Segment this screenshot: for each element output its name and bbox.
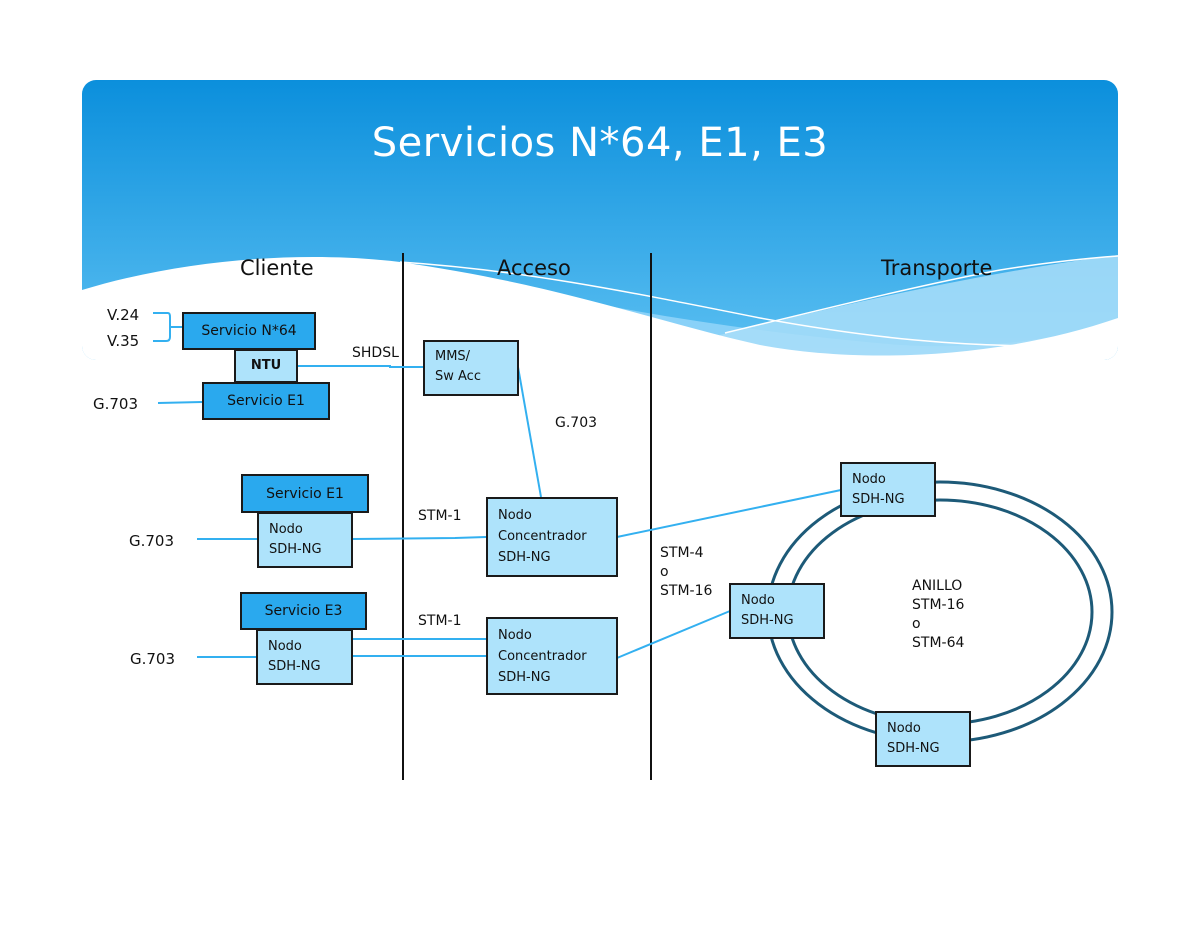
link-concentrator2-ringleft	[616, 610, 731, 659]
interface-bracket	[153, 312, 182, 342]
ring-label-line1: ANILLO	[912, 578, 963, 594]
uplink-rate-label: STM-4 o STM-16	[660, 544, 712, 601]
node-label-line1: Nodo	[269, 522, 303, 537]
ntu-label: NTU	[250, 358, 282, 373]
service-e1-box-2: Servicio E1	[241, 474, 369, 513]
shdsl-label: SHDSL	[352, 345, 399, 361]
link-node2-concentrator1	[351, 536, 487, 540]
node-label-line2: SDH-NG	[852, 492, 905, 507]
node-label-line2: SDH-NG	[887, 741, 940, 756]
ntu-box: NTU	[234, 349, 298, 383]
wave-light-2	[720, 255, 1118, 360]
g703-access-label: G.703	[555, 415, 598, 431]
interface-v35-label: V.35	[107, 332, 140, 350]
service-e1-label-1: Servicio E1	[227, 393, 305, 409]
uplink-rate-line1: STM-4	[660, 545, 704, 561]
link-g703-e1	[157, 401, 203, 404]
column-header-acceso: Acceso	[497, 256, 571, 280]
column-header-cliente: Cliente	[240, 256, 314, 280]
mms-label-line2: Sw Acc	[435, 369, 481, 384]
interface-v24-label: V.24	[107, 306, 140, 324]
node-label-line2: SDH-NG	[741, 613, 794, 628]
concentrator-node-top: Nodo Concentrador SDH-NG	[486, 497, 618, 577]
g703-label-1: G.703	[93, 395, 139, 413]
node-label-line1: Nodo	[268, 639, 302, 654]
column-header-transporte: Transporte	[881, 256, 993, 280]
node-sdh-client-e1: Nodo SDH-NG	[257, 512, 353, 568]
link-concentrator1-ringtop	[616, 489, 842, 538]
wave-white	[82, 257, 1118, 360]
ring-label-line2: STM-16	[912, 597, 965, 613]
concentrator-label-line3: SDH-NG	[498, 670, 551, 685]
node-label-line1: Nodo	[852, 472, 886, 487]
ring-label-line3: o	[912, 616, 921, 632]
service-e3-label: Servicio E3	[264, 603, 343, 619]
g703-label-3: G.703	[130, 650, 176, 668]
service-n64-label: Servicio N*64	[201, 323, 297, 339]
ring-node-top: Nodo SDH-NG	[840, 462, 936, 517]
mms-label-line1: MMS/	[435, 349, 471, 364]
service-n64-box: Servicio N*64	[182, 312, 316, 350]
node-label-line2: SDH-NG	[269, 542, 322, 557]
concentrator-label-line3: SDH-NG	[498, 550, 551, 565]
node-label-line1: Nodo	[741, 593, 775, 608]
concentrator-label-line2: Concentrador	[498, 649, 587, 664]
ring-node-bottom: Nodo SDH-NG	[875, 711, 971, 767]
concentrator-label-line1: Nodo	[498, 508, 532, 523]
slide-title: Servicios N*64, E1, E3	[371, 120, 829, 166]
node-label-line1: Nodo	[887, 721, 921, 736]
concentrator-node-bottom: Nodo Concentrador SDH-NG	[486, 617, 618, 695]
uplink-rate-line2: o	[660, 564, 669, 580]
ring-label: ANILLO STM-16 o STM-64	[912, 577, 964, 653]
mms-sw-acc-box: MMS/ Sw Acc	[423, 340, 519, 396]
service-e1-label-2: Servicio E1	[266, 485, 344, 502]
wave-line-2	[724, 255, 1118, 334]
service-e1-box-1: Servicio E1	[202, 382, 330, 420]
wave-line-1	[399, 261, 1031, 347]
concentrator-label-line1: Nodo	[498, 628, 532, 643]
link-mms-concentrator	[517, 366, 542, 498]
ring-label-line4: STM-64	[912, 635, 965, 651]
link-shdsl	[297, 365, 424, 368]
g703-label-2: G.703	[129, 532, 175, 550]
uplink-rate-line3: STM-16	[660, 583, 713, 599]
node-label-line2: SDH-NG	[268, 659, 321, 674]
stm1-label-bottom: STM-1	[418, 613, 462, 629]
concentrator-label-line2: Concentrador	[498, 529, 587, 544]
service-e3-box: Servicio E3	[240, 592, 367, 630]
stm1-label-top: STM-1	[418, 508, 462, 524]
node-sdh-client-e3: Nodo SDH-NG	[256, 629, 353, 685]
ring-node-left: Nodo SDH-NG	[729, 583, 825, 639]
